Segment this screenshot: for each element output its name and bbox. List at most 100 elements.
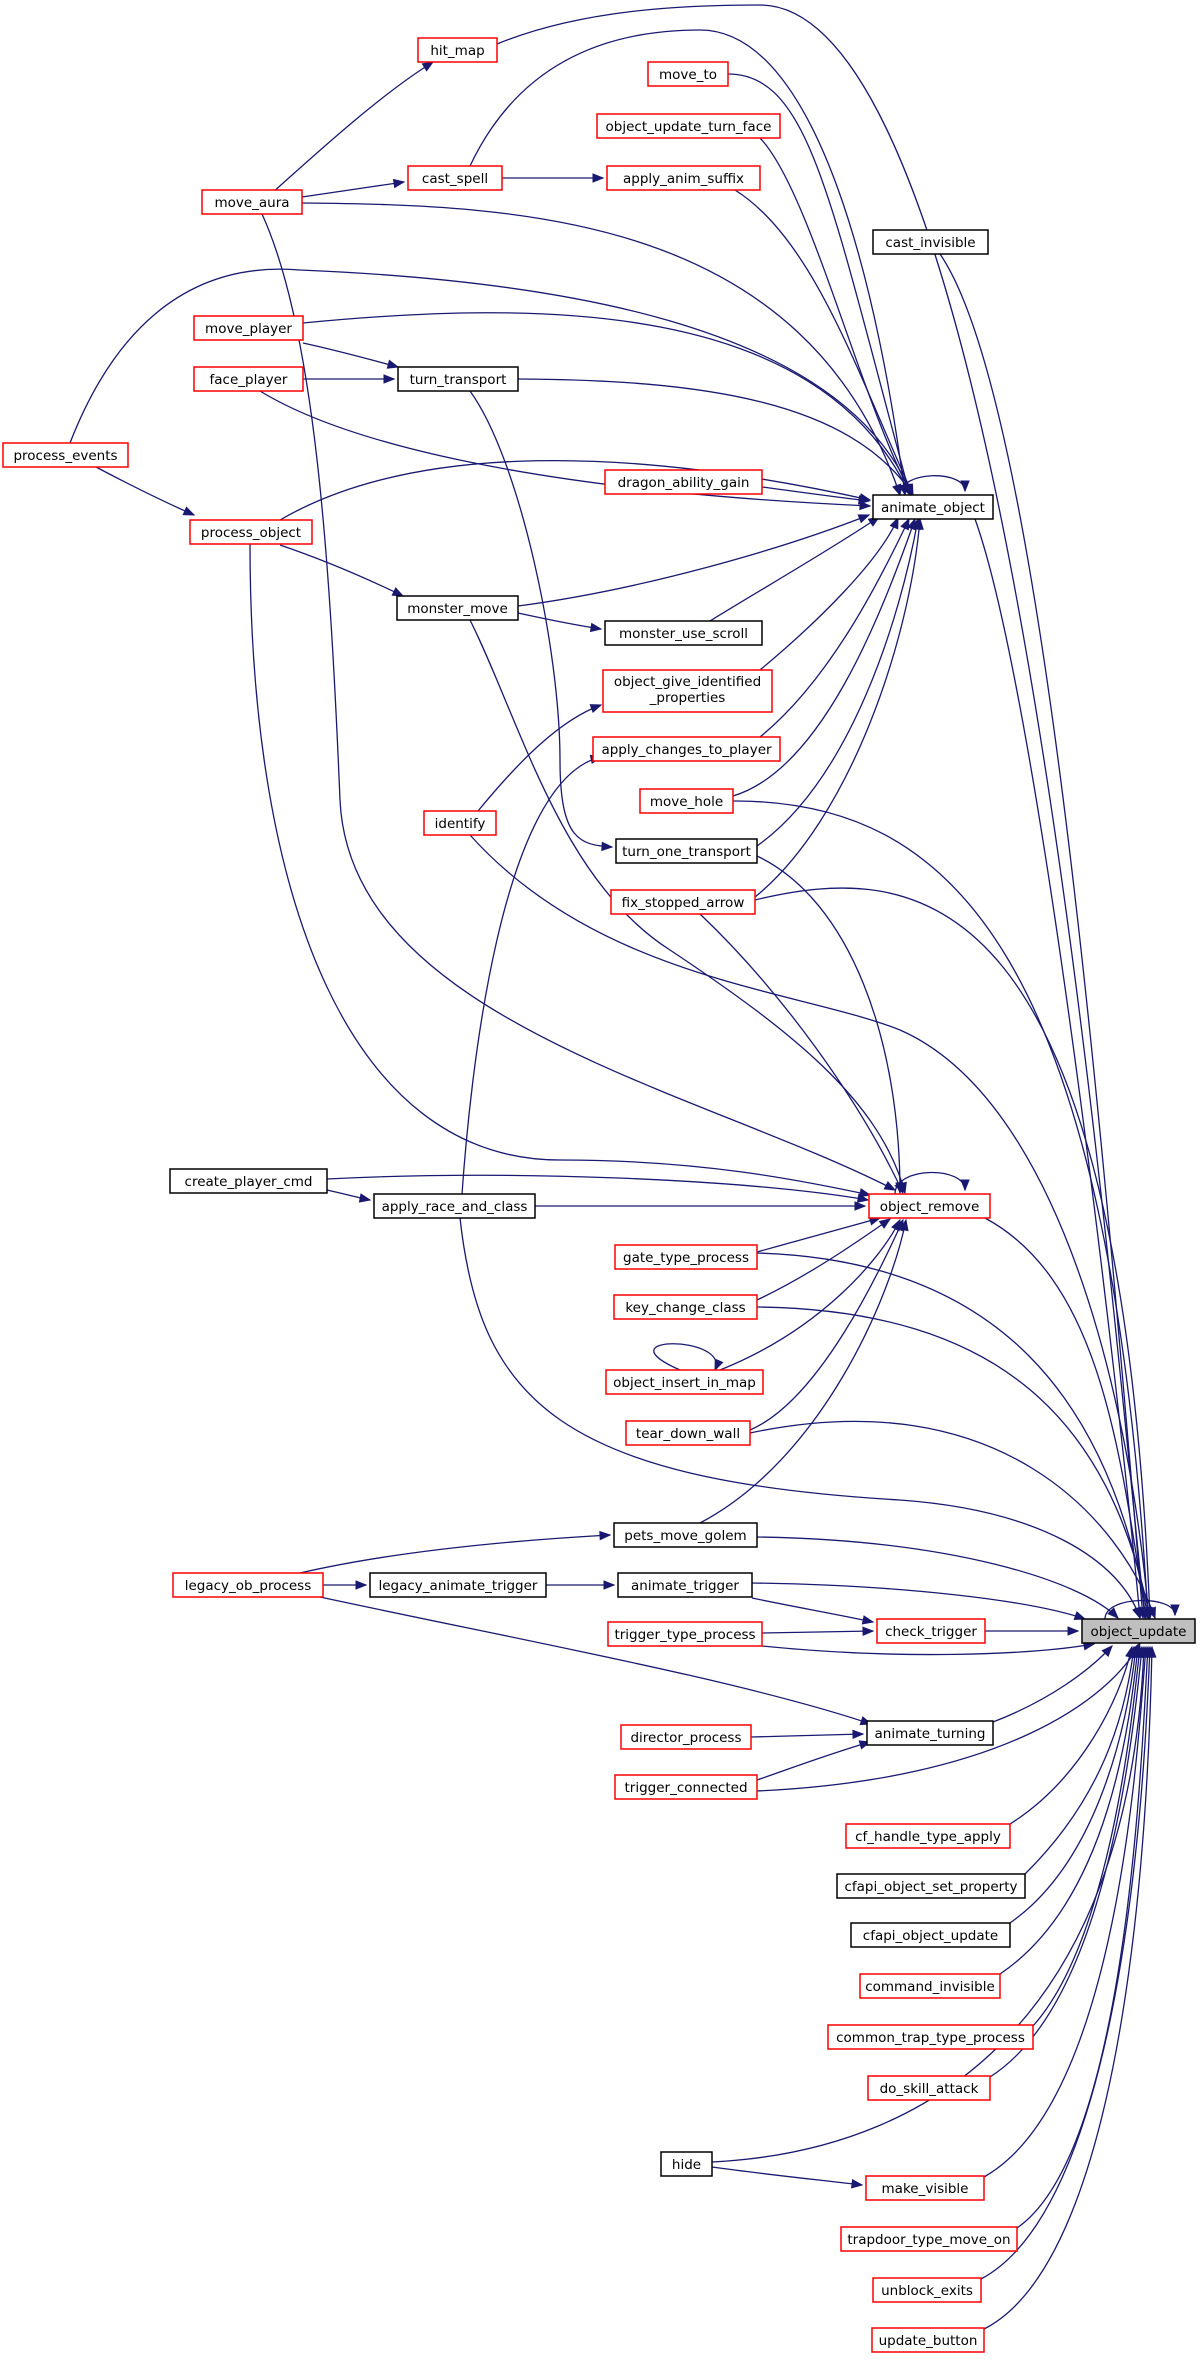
node-apply-changes-to-player[interactable]: apply_changes_to_player <box>592 736 781 762</box>
node-trigger-connected[interactable]: trigger_connected <box>614 1774 758 1800</box>
edge-line <box>711 2166 863 2186</box>
node-key-change-class[interactable]: key_change_class <box>613 1294 758 1320</box>
node-tear-down-wall[interactable]: tear_down_wall <box>625 1420 751 1446</box>
node-object-update[interactable]: object_update <box>1081 1618 1196 1644</box>
edge-director_process-to-animate_turning <box>750 1729 865 1740</box>
edge-fix_stopped_arrow-to-object_update <box>754 887 1155 1620</box>
node-update-button[interactable]: update_button <box>871 2327 985 2353</box>
node-animate-object[interactable]: animate_object <box>872 494 994 520</box>
node-move-player[interactable]: move_player <box>193 315 304 341</box>
node-object-remove[interactable]: object_remove <box>868 1193 991 1219</box>
node-identify[interactable]: identify <box>423 810 497 836</box>
node-monster-move[interactable]: monster_move <box>396 595 519 621</box>
node-do-skill-attack[interactable]: do_skill_attack <box>867 2075 991 2101</box>
node-label: trigger_type_process <box>614 1627 755 1643</box>
node-fix-stopped-arrow[interactable]: fix_stopped_arrow <box>610 889 756 915</box>
node-trapdoor-type-move-on[interactable]: trapdoor_type_move_on <box>840 2226 1018 2252</box>
edge-arrowhead <box>899 1218 909 1232</box>
node-gate-type-process[interactable]: gate_type_process <box>614 1244 758 1270</box>
node-process-object[interactable]: process_object <box>189 519 313 545</box>
node-box <box>867 2075 991 2101</box>
node-face-player[interactable]: face_player <box>193 366 304 392</box>
node-unblock-exits[interactable]: unblock_exits <box>872 2277 982 2303</box>
edge-object_remove-to-object_remove <box>894 1171 970 1195</box>
node-label: apply_changes_to_player <box>601 742 772 758</box>
edge-arrowhead <box>852 1729 865 1740</box>
node-box <box>614 1774 758 1800</box>
edge-line <box>477 704 602 812</box>
node-director-process[interactable]: director_process <box>620 1724 752 1750</box>
node-label: object_remove <box>880 1199 980 1215</box>
edge-object_insert_in_map-to-object_insert_in_map <box>653 1343 724 1372</box>
node-label: monster_move <box>407 601 508 617</box>
node-command-invisible[interactable]: command_invisible <box>859 1973 1001 1999</box>
edge-line <box>459 1217 1141 1619</box>
edge-tear_down_wall-to-object_update <box>749 1420 1156 1620</box>
edge-line <box>759 518 910 738</box>
node-hit-map[interactable]: hit_map <box>417 37 498 63</box>
node-turn-transport[interactable]: turn_transport <box>397 366 519 392</box>
node-move-to[interactable]: move_to <box>647 61 729 87</box>
edge-create_player_cmd-to-object_remove <box>326 1174 870 1203</box>
node-box <box>647 61 729 87</box>
edge-line <box>461 756 602 1195</box>
node-label: dragon_ability_gain <box>618 475 750 491</box>
node-make-visible[interactable]: make_visible <box>865 2175 985 2201</box>
node-label: make_visible <box>882 2181 969 2197</box>
node-cfapi-object-update[interactable]: cfapi_object_update <box>850 1922 1011 1948</box>
edge-line <box>759 517 899 671</box>
node-box <box>613 1294 758 1320</box>
node-common-trap-type-process[interactable]: common_trap_type_process <box>827 2024 1034 2050</box>
node-legacy-animate-trigger[interactable]: legacy_animate_trigger <box>369 1572 547 1598</box>
node-create-player-cmd[interactable]: create_player_cmd <box>169 1168 328 1194</box>
node-label: apply_race_and_class <box>382 1199 528 1215</box>
node-legacy-ob-process[interactable]: legacy_ob_process <box>172 1572 324 1598</box>
node-move-hole[interactable]: move_hole <box>639 788 734 814</box>
edge-line <box>302 312 911 496</box>
edge-line <box>301 202 901 496</box>
node-apply-race-and-class[interactable]: apply_race_and_class <box>373 1193 536 1219</box>
node-object-give-identified-properties[interactable]: object_give_identified_properties <box>602 669 773 713</box>
node-label: update_button <box>879 2333 978 2349</box>
node-label: move_player <box>205 321 292 337</box>
node-turn-one-transport[interactable]: turn_one_transport <box>615 838 758 864</box>
node-dragon-ability-gain[interactable]: dragon_ability_gain <box>604 469 763 495</box>
node-cast-invisible[interactable]: cast_invisible <box>872 229 989 255</box>
node-box <box>397 366 519 392</box>
node-box <box>865 2175 985 2201</box>
node-apply-anim-suffix[interactable]: apply_anim_suffix <box>606 165 761 191</box>
node-animate-turning[interactable]: animate_turning <box>866 1720 994 1746</box>
node-box <box>605 1369 764 1395</box>
node-cast-spell[interactable]: cast_spell <box>407 165 503 191</box>
edge-line <box>761 1643 1095 1656</box>
node-move-aura[interactable]: move_aura <box>201 189 303 215</box>
node-pets-move-golem[interactable]: pets_move_golem <box>613 1522 758 1548</box>
edge-line <box>756 518 919 847</box>
node-animate-trigger[interactable]: animate_trigger <box>617 1572 753 1598</box>
node-object-insert-in-map[interactable]: object_insert_in_map <box>605 1369 764 1395</box>
node-monster-use-scroll[interactable]: monster_use_scroll <box>604 620 763 646</box>
node-cf-handle-type-apply[interactable]: cf_handle_type_apply <box>845 1823 1011 1849</box>
edge-legacy_ob_process-to-legacy_animate_trigger <box>323 1580 368 1590</box>
node-box <box>369 1572 547 1598</box>
node-box <box>373 1193 536 1219</box>
edge-trigger_connected-to-animate_turning <box>756 1740 872 1781</box>
edge-turn_one_transport-to-object_remove <box>756 855 905 1195</box>
node-hide[interactable]: hide <box>660 2151 713 2177</box>
node-label: process_object <box>201 525 301 541</box>
edge-line <box>732 800 1149 1619</box>
edge-line <box>709 516 880 622</box>
edge-hide-to-make_visible <box>711 2166 864 2189</box>
edge-cast_invisible-to-object_update <box>939 253 1147 1620</box>
node-process-events[interactable]: process_events <box>2 442 129 468</box>
node-label: move_to <box>659 67 717 83</box>
edge-arrowhead <box>392 178 406 189</box>
edge-arrowhead <box>858 495 871 505</box>
node-cfapi-object-set-property[interactable]: cfapi_object_set_property <box>836 1873 1026 1899</box>
edge-cf_handle_type_apply-to-object_update <box>1009 1645 1135 1825</box>
edge-line <box>974 518 1141 1619</box>
node-object-update-turn-face[interactable]: object_update_turn_face <box>596 113 781 139</box>
node-trigger-type-process[interactable]: trigger_type_process <box>607 1621 763 1647</box>
node-check-trigger[interactable]: check_trigger <box>876 1618 986 1644</box>
node-box <box>840 2226 1018 2252</box>
